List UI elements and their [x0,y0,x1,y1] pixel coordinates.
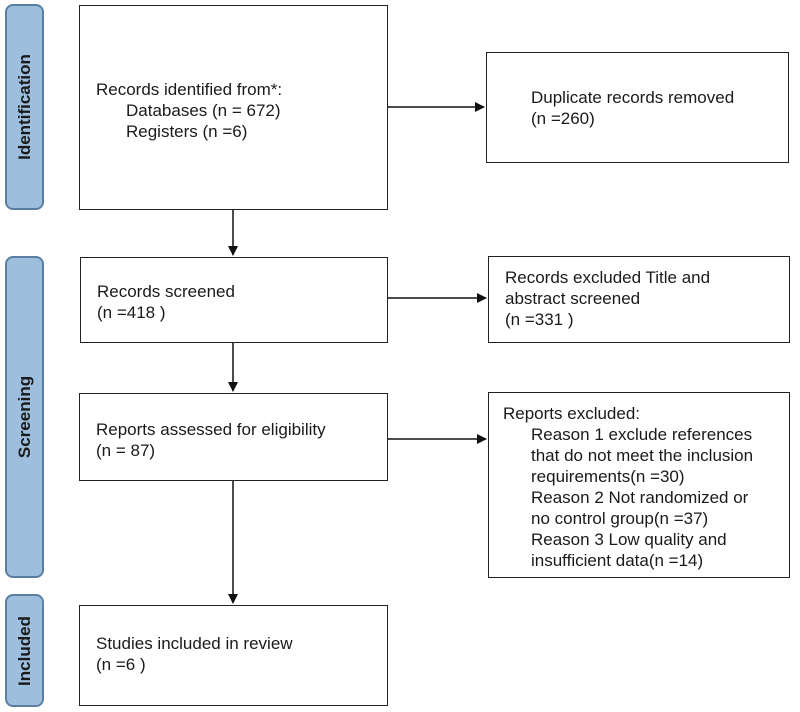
records-screened-count: (n =418 ) [97,303,166,322]
reports-assessed-count: (n = 87) [96,441,156,460]
records-identified-box: Records identified from*: Databases (n =… [79,5,388,210]
studies-included-count: (n =6 ) [96,655,146,674]
duplicates-removed-title: Duplicate records removed [531,88,735,107]
reason2-line1: Reason 2 Not randomized or [531,488,749,507]
studies-included-title: Studies included in review [96,634,293,653]
reason3-line2: insufficient data(n =14) [531,551,704,570]
records-excluded-title-line2: abstract screened [505,289,641,308]
records-identified-title: Records identified from*: [96,80,283,99]
reports-assessed-title: Reports assessed for eligibility [96,420,326,439]
records-excluded-title-line1: Records excluded Title and [505,268,711,287]
records-screened-box: Records screened (n =418 ) [80,257,388,343]
reason1-line2: that do not meet the inclusion [531,446,754,465]
duplicates-removed-box: Duplicate records removed (n =260) [486,52,789,163]
reason1-line3: requirements(n =30) [531,467,685,486]
phase-included: Included [5,594,44,707]
reports-excluded-title: Reports excluded: [503,404,641,423]
registers-count: Registers (n =6) [126,122,248,141]
records-excluded-count: (n =331 ) [505,310,574,329]
phase-identification: Identification [5,4,44,210]
reason1-line1: Reason 1 exclude references [531,425,753,444]
studies-included-box: Studies included in review (n =6 ) [79,605,388,706]
reason2-line2: no control group(n =37) [531,509,709,528]
databases-count: Databases (n = 672) [126,101,281,120]
reports-excluded-box: Reports excluded: Reason 1 exclude refer… [488,392,790,578]
phase-screening: Screening [5,256,44,578]
reports-assessed-box: Reports assessed for eligibility (n = 87… [79,393,388,481]
records-screened-title: Records screened [97,282,235,301]
reason3-line1: Reason 3 Low quality and [531,530,727,549]
records-excluded-box: Records excluded Title and abstract scre… [488,256,790,343]
duplicates-removed-count: (n =260) [531,109,595,128]
